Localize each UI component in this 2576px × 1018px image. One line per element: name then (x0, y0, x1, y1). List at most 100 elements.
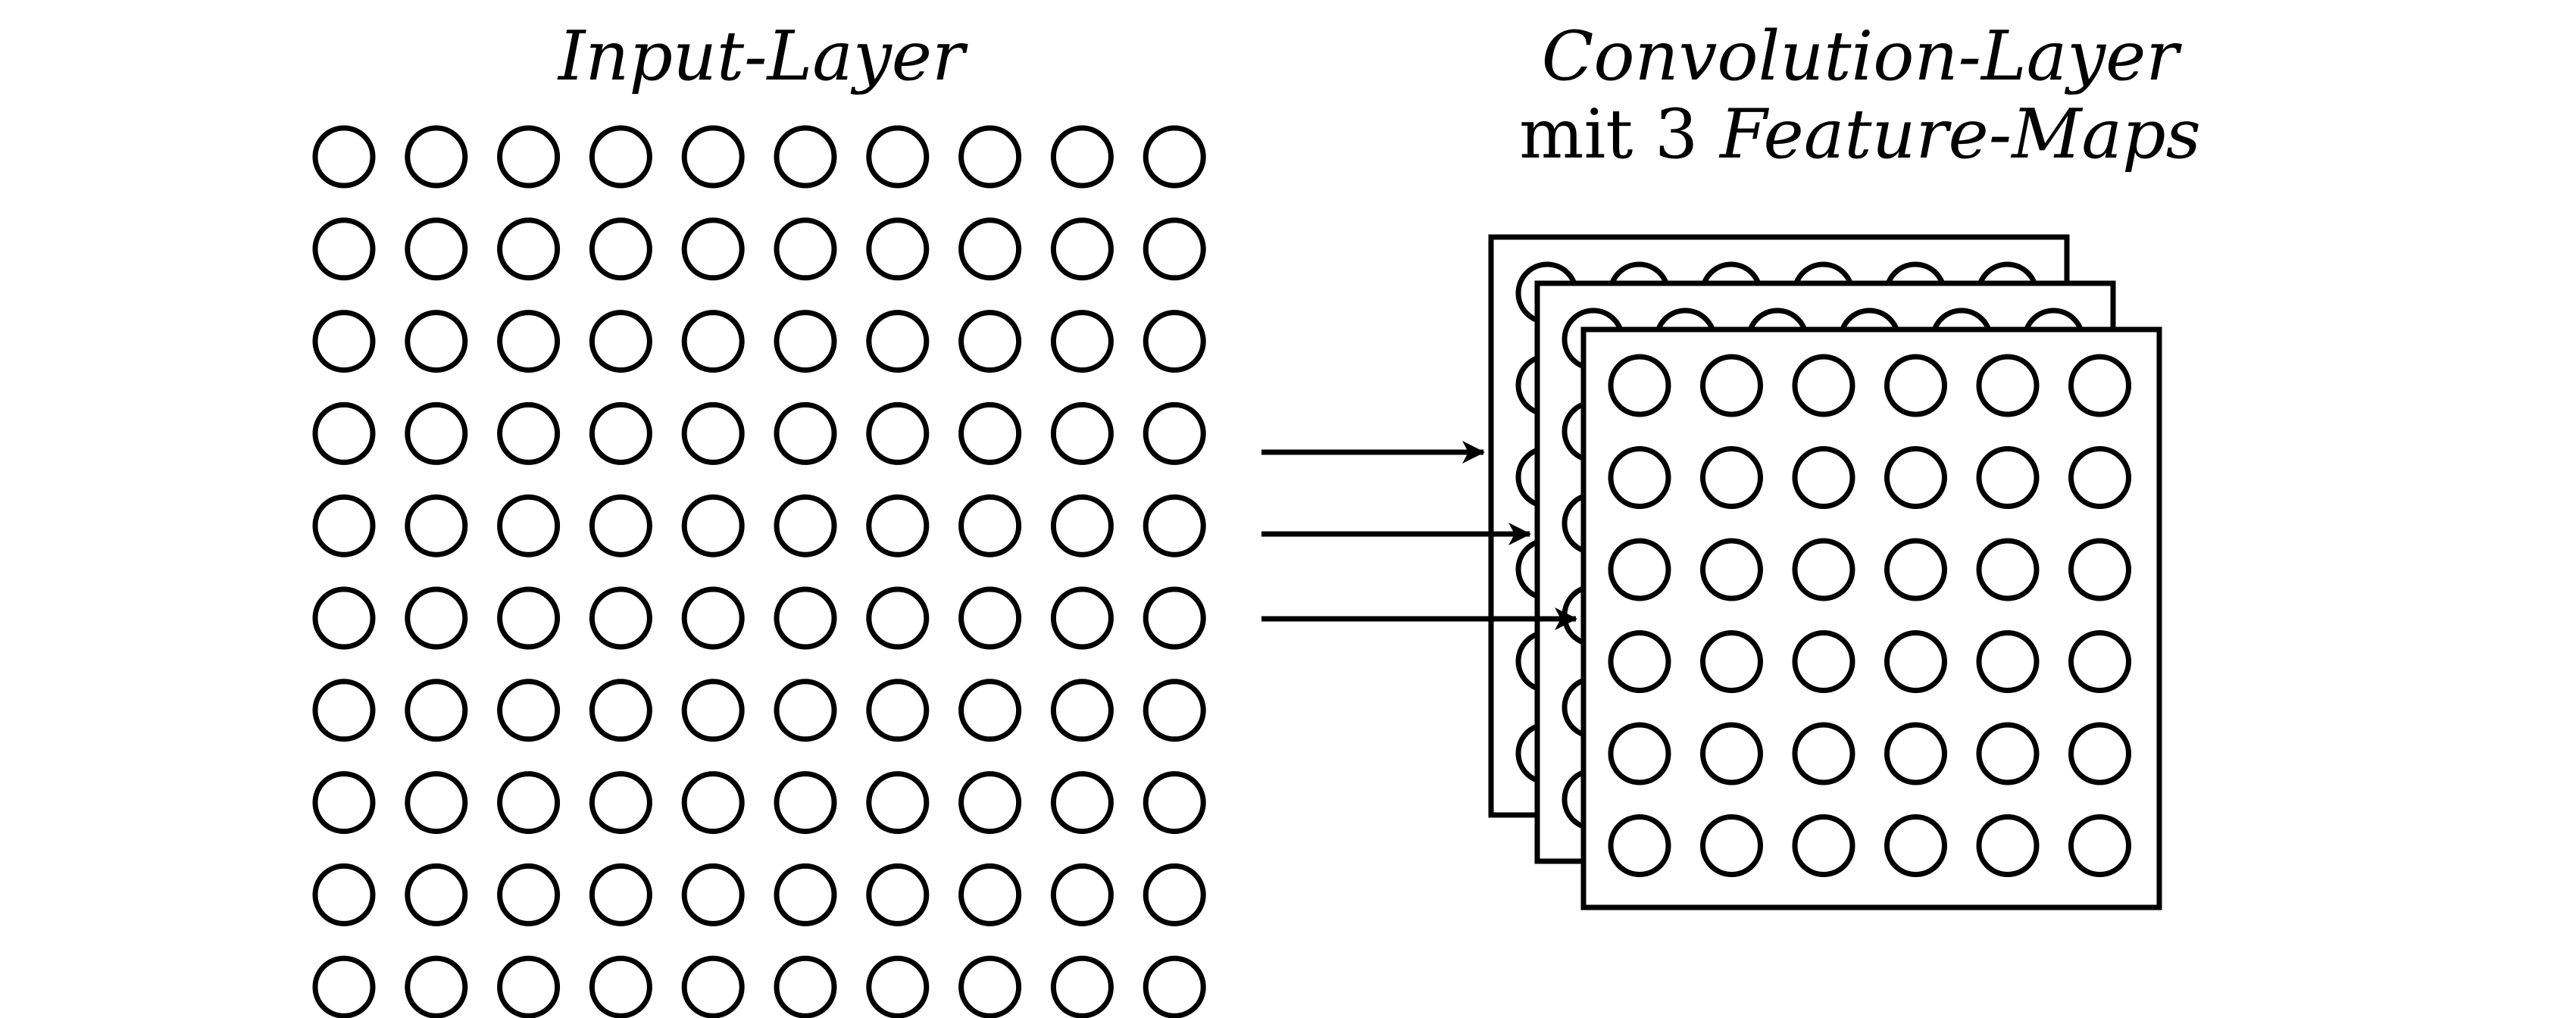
input-neuron (1050, 217, 1114, 281)
input-neuron (1050, 679, 1114, 742)
input-neuron (681, 771, 745, 835)
feature-neuron (1608, 630, 1671, 693)
input-neuron (589, 401, 652, 465)
input-neuron (681, 955, 745, 1018)
input-neuron (589, 310, 652, 373)
input-neuron (312, 679, 376, 742)
input-neuron (589, 586, 652, 650)
feature-neuron (1884, 722, 1947, 785)
input-neuron (1143, 494, 1206, 557)
input-neuron (405, 955, 468, 1018)
input-neuron (405, 494, 468, 557)
input-neuron (589, 217, 652, 281)
input-neuron (866, 125, 930, 189)
input-neuron (681, 586, 745, 650)
input-neuron (497, 586, 561, 650)
input-neuron (774, 771, 837, 835)
feature-neuron (1608, 722, 1671, 785)
feature-neuron (1700, 722, 1763, 785)
input-neuron (774, 586, 837, 650)
feature-neuron (1884, 814, 1947, 877)
input-neuron (774, 401, 837, 465)
input-neuron (589, 125, 652, 189)
input-neuron (1050, 771, 1114, 835)
input-neuron (497, 955, 561, 1018)
input-neuron (681, 401, 745, 465)
input-neuron (405, 679, 468, 742)
input-neuron (1050, 494, 1114, 557)
feature-neuron (1884, 538, 1947, 601)
feature-neuron (1792, 446, 1855, 509)
input-neuron (774, 217, 837, 281)
input-neuron (497, 217, 561, 281)
feature-neuron (1700, 814, 1763, 877)
input-neuron (1143, 586, 1206, 650)
feature-neuron (2068, 538, 2131, 601)
input-neuron (958, 217, 1022, 281)
conv-layer-title: Convolution-Layer (1542, 17, 2183, 96)
input-neuron (589, 771, 652, 835)
input-neuron (774, 955, 837, 1018)
input-neuron (497, 771, 561, 835)
input-neuron (405, 310, 468, 373)
input-neuron (589, 863, 652, 926)
input-neuron (1143, 217, 1206, 281)
input-neuron (774, 863, 837, 926)
input-neuron (497, 401, 561, 465)
conv-layer-subtitle-emph: Feature-Maps (1718, 95, 2201, 174)
input-neuron (312, 125, 376, 189)
feature-neuron (1608, 354, 1671, 417)
input-neuron (312, 955, 376, 1018)
input-neuron (312, 401, 376, 465)
feature-neuron (1884, 630, 1947, 693)
input-neuron (1050, 955, 1114, 1018)
input-neuron (958, 586, 1022, 650)
input-neuron (405, 771, 468, 835)
input-neuron (866, 771, 930, 835)
input-neuron (681, 679, 745, 742)
input-neuron (1050, 125, 1114, 189)
input-neuron (958, 771, 1022, 835)
feature-neuron (1884, 446, 1947, 509)
input-neuron (1143, 863, 1206, 926)
feature-neuron (2068, 722, 2131, 785)
input-neuron (774, 125, 837, 189)
feature-neuron (1608, 446, 1671, 509)
input-neuron (866, 310, 930, 373)
input-neuron (1143, 955, 1206, 1018)
input-neuron (681, 863, 745, 926)
input-neuron (1050, 310, 1114, 373)
input-neuron (681, 494, 745, 557)
input-neuron (497, 125, 561, 189)
input-neuron (1143, 401, 1206, 465)
feature-map-3 (1580, 326, 2162, 910)
feature-neuron (1700, 630, 1763, 693)
input-neuron (312, 494, 376, 557)
input-neuron (589, 955, 652, 1018)
feature-neuron (2068, 354, 2131, 417)
input-neuron (405, 586, 468, 650)
input-neuron (497, 863, 561, 926)
feature-neuron (1792, 630, 1855, 693)
feature-neuron (1792, 354, 1855, 417)
input-neuron (1143, 771, 1206, 835)
arrows (1261, 441, 1577, 630)
input-neuron (958, 863, 1022, 926)
input-neuron (958, 955, 1022, 1018)
input-neuron (866, 586, 930, 650)
input-neuron (866, 401, 930, 465)
feature-neuron (1976, 354, 2040, 417)
input-neuron (866, 955, 930, 1018)
feature-neuron (1700, 446, 1763, 509)
feature-neuron (1976, 630, 2040, 693)
input-neuron (405, 863, 468, 926)
input-neuron (958, 679, 1022, 742)
input-neuron (681, 310, 745, 373)
conv-layer-subtitle: mit 3 Feature-Maps (1519, 95, 2201, 174)
feature-neuron (1608, 814, 1671, 877)
feature-neuron (1792, 814, 1855, 877)
input-neuron (958, 310, 1022, 373)
feature-neuron (2068, 814, 2131, 877)
input-neuron (774, 494, 837, 557)
input-neuron (497, 494, 561, 557)
